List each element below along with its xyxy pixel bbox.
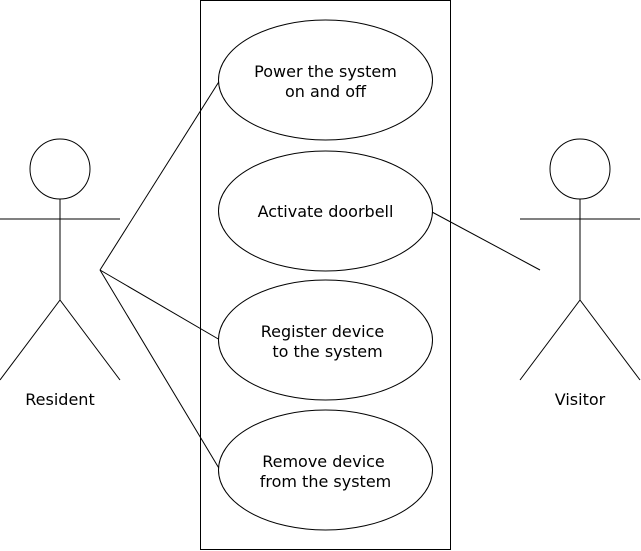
use-case-label: Register device	[261, 322, 385, 341]
use-case-label: on and off	[285, 82, 367, 101]
use-case-ellipse	[218, 279, 433, 401]
use-case-remove[interactable]: Remove device from the system	[218, 409, 433, 531]
use-case-label: to the system	[272, 342, 382, 361]
actor-left-leg	[0, 299, 61, 381]
association-resident-power	[99, 79, 221, 271]
use-case-register[interactable]: Register device to the system	[218, 279, 433, 401]
actor-right-leg	[59, 299, 121, 381]
use-case-doorbell[interactable]: Activate doorbell	[218, 150, 433, 272]
actor-resident[interactable]: Resident	[0, 138, 121, 409]
actor-right-leg	[579, 299, 641, 381]
association-visitor-doorbell	[431, 211, 541, 271]
use-case-label: Power the system	[254, 62, 397, 81]
association-resident-register	[99, 269, 221, 341]
use-case-power[interactable]: Power the system on and off	[218, 19, 433, 141]
use-case-ellipse	[218, 150, 433, 272]
actor-label: Visitor	[555, 390, 606, 409]
associations	[99, 79, 541, 471]
use-case-ellipse	[218, 409, 433, 531]
association-resident-remove	[99, 269, 221, 471]
use-case-label: from the system	[260, 472, 392, 491]
use-case-label: Activate doorbell	[258, 202, 394, 221]
actor-left-leg	[519, 299, 581, 381]
actor-visitor[interactable]: Visitor	[519, 138, 641, 409]
use-case-ellipse	[218, 19, 433, 141]
actor-head	[29, 138, 91, 200]
actor-label: Resident	[25, 390, 94, 409]
actor-head	[549, 138, 611, 200]
use-case-label: Remove device	[262, 452, 385, 471]
